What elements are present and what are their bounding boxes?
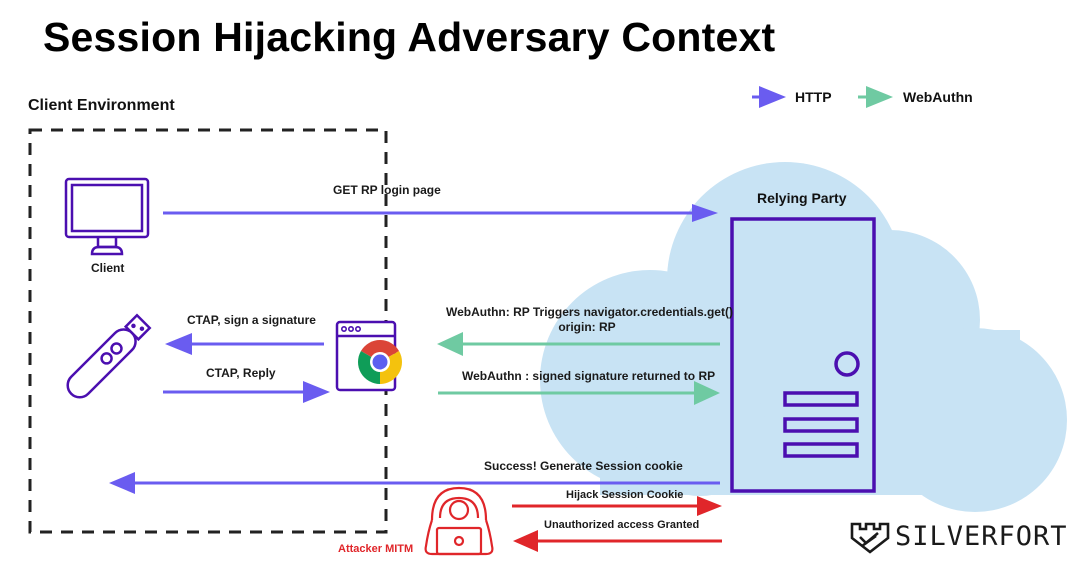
page-title: Session Hijacking Adversary Context xyxy=(43,14,776,60)
flow-ctap-sign-label: CTAP, sign a signature xyxy=(187,313,316,327)
brand-name: SILVERFORT xyxy=(895,521,1068,552)
server-icon xyxy=(730,217,876,493)
arrow-unauthorized xyxy=(513,530,722,552)
monitor-icon xyxy=(64,177,150,256)
legend-webauthn-arrow xyxy=(858,86,893,108)
flow-webauthn-return-label: WebAuthn : signed signature returned to … xyxy=(462,369,716,383)
arrow-webauthn-get xyxy=(437,332,720,356)
hacker-icon xyxy=(424,486,494,556)
flow-session-cookie-label: Success! Generate Session cookie xyxy=(484,459,683,473)
legend-webauthn-label: WebAuthn xyxy=(903,89,973,105)
attacker-label: Attacker MITM xyxy=(338,543,414,555)
flow-get-login-label: GET RP login page xyxy=(333,183,441,197)
arrow-webauthn-return xyxy=(438,381,720,405)
flow-hijack-label: Hijack Session Cookie xyxy=(566,489,684,501)
client-environment-label: Client Environment xyxy=(28,97,175,114)
client-label: Client xyxy=(91,261,125,275)
flow-unauthorized-label: Unauthorized access Granted xyxy=(544,519,700,531)
arrow-session-cookie xyxy=(109,472,720,494)
usb-security-key-icon xyxy=(66,313,152,399)
silverfort-shield-icon xyxy=(850,522,890,554)
relying-party-label: Relying Party xyxy=(757,190,847,206)
chrome-browser-icon xyxy=(335,320,402,392)
legend-http-arrow xyxy=(752,86,786,108)
arrow-get-login xyxy=(163,204,718,222)
flow-ctap-reply-label: CTAP, Reply xyxy=(206,366,276,380)
legend-http-label: HTTP xyxy=(795,89,832,105)
flow-webauthn-get-label: WebAuthn: RP Triggers navigator.credenti… xyxy=(446,305,733,319)
arrow-hijack xyxy=(512,496,722,516)
arrow-ctap-reply xyxy=(163,381,330,403)
flow-webauthn-get-origin-label: origin: RP xyxy=(558,320,616,334)
arrow-ctap-sign xyxy=(165,333,324,355)
